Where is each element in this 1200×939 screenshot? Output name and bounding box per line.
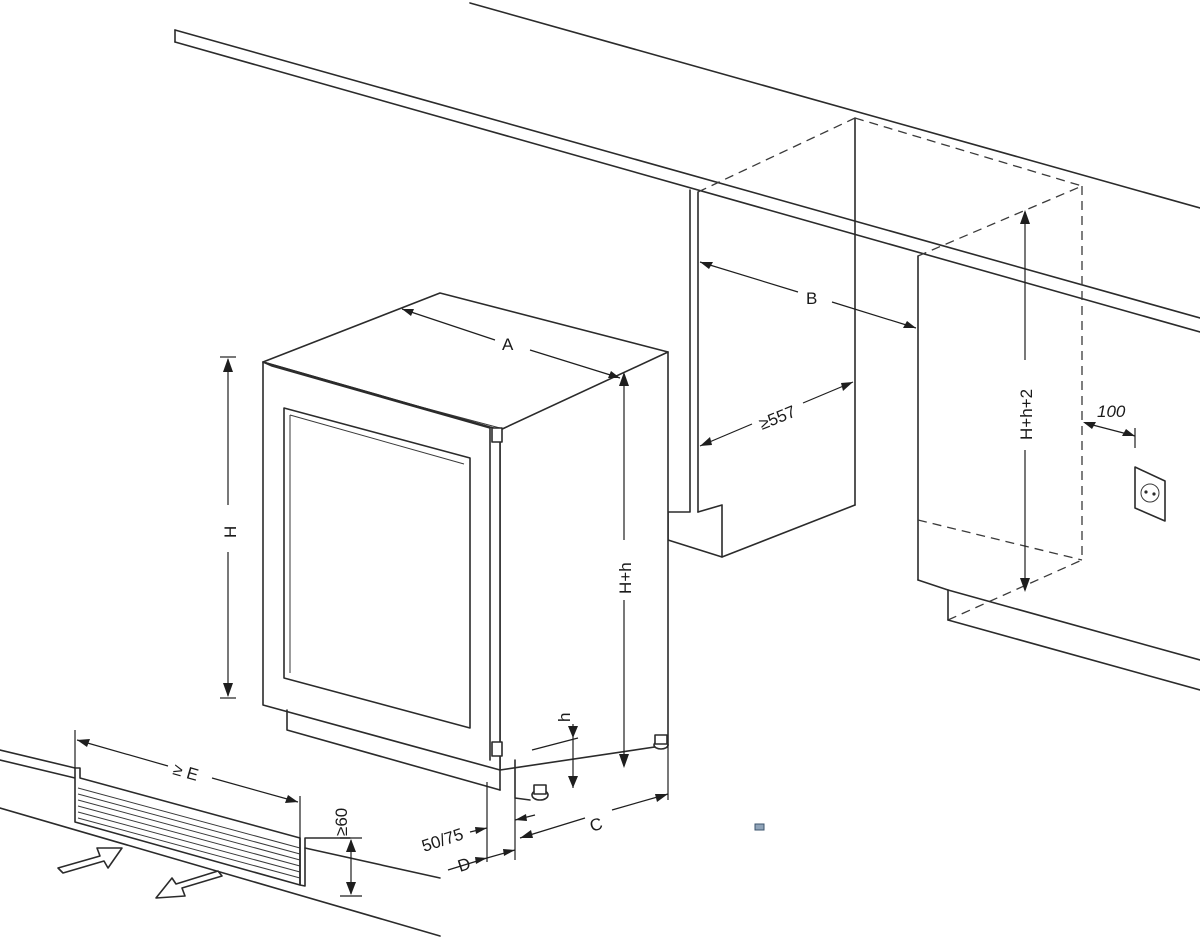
label-h: h: [555, 713, 574, 722]
plinth-vent-grille: [74, 767, 351, 887]
label-C: C: [587, 814, 605, 836]
dimension-C: [519, 745, 669, 839]
label-100: 100: [1097, 402, 1126, 421]
label-min-E: ≥ E: [171, 760, 201, 785]
airflow-in-arrow-icon: [57, 847, 123, 874]
dimension-50-75: [469, 782, 536, 862]
dimension-100: [1083, 422, 1136, 448]
label-min-557: ≥557: [756, 402, 798, 434]
dimension-E: [74, 730, 301, 838]
dimension-H: [220, 356, 236, 699]
dimension-H-h: [619, 372, 629, 768]
label-D: D: [455, 854, 473, 876]
label-A: A: [502, 335, 514, 354]
label-50-75: 50/75: [419, 825, 465, 856]
label-H-h-2: H+h+2: [1017, 389, 1036, 440]
dimension-60: [340, 837, 362, 897]
floor-lines: [0, 749, 441, 937]
wine-cooler: [262, 292, 669, 801]
dimension-A: [401, 308, 621, 379]
power-socket-icon: [1134, 466, 1166, 522]
label-min-60: ≥60: [332, 808, 351, 836]
dimension-h: [531, 724, 579, 788]
label-B: B: [806, 289, 817, 308]
label-H-h: H+h: [616, 562, 635, 594]
left-cabinet-side: [667, 117, 1083, 558]
airflow-out-arrow-icon: [155, 870, 223, 899]
right-niche: [917, 185, 1200, 691]
dimension-H-h-2: [1020, 210, 1030, 592]
small-marker: [754, 823, 765, 831]
label-H: H: [221, 526, 240, 538]
dimension-B: [699, 261, 917, 329]
dimension-D: [447, 849, 516, 871]
dimension-557: [699, 381, 854, 447]
countertop: [174, 2, 1200, 333]
